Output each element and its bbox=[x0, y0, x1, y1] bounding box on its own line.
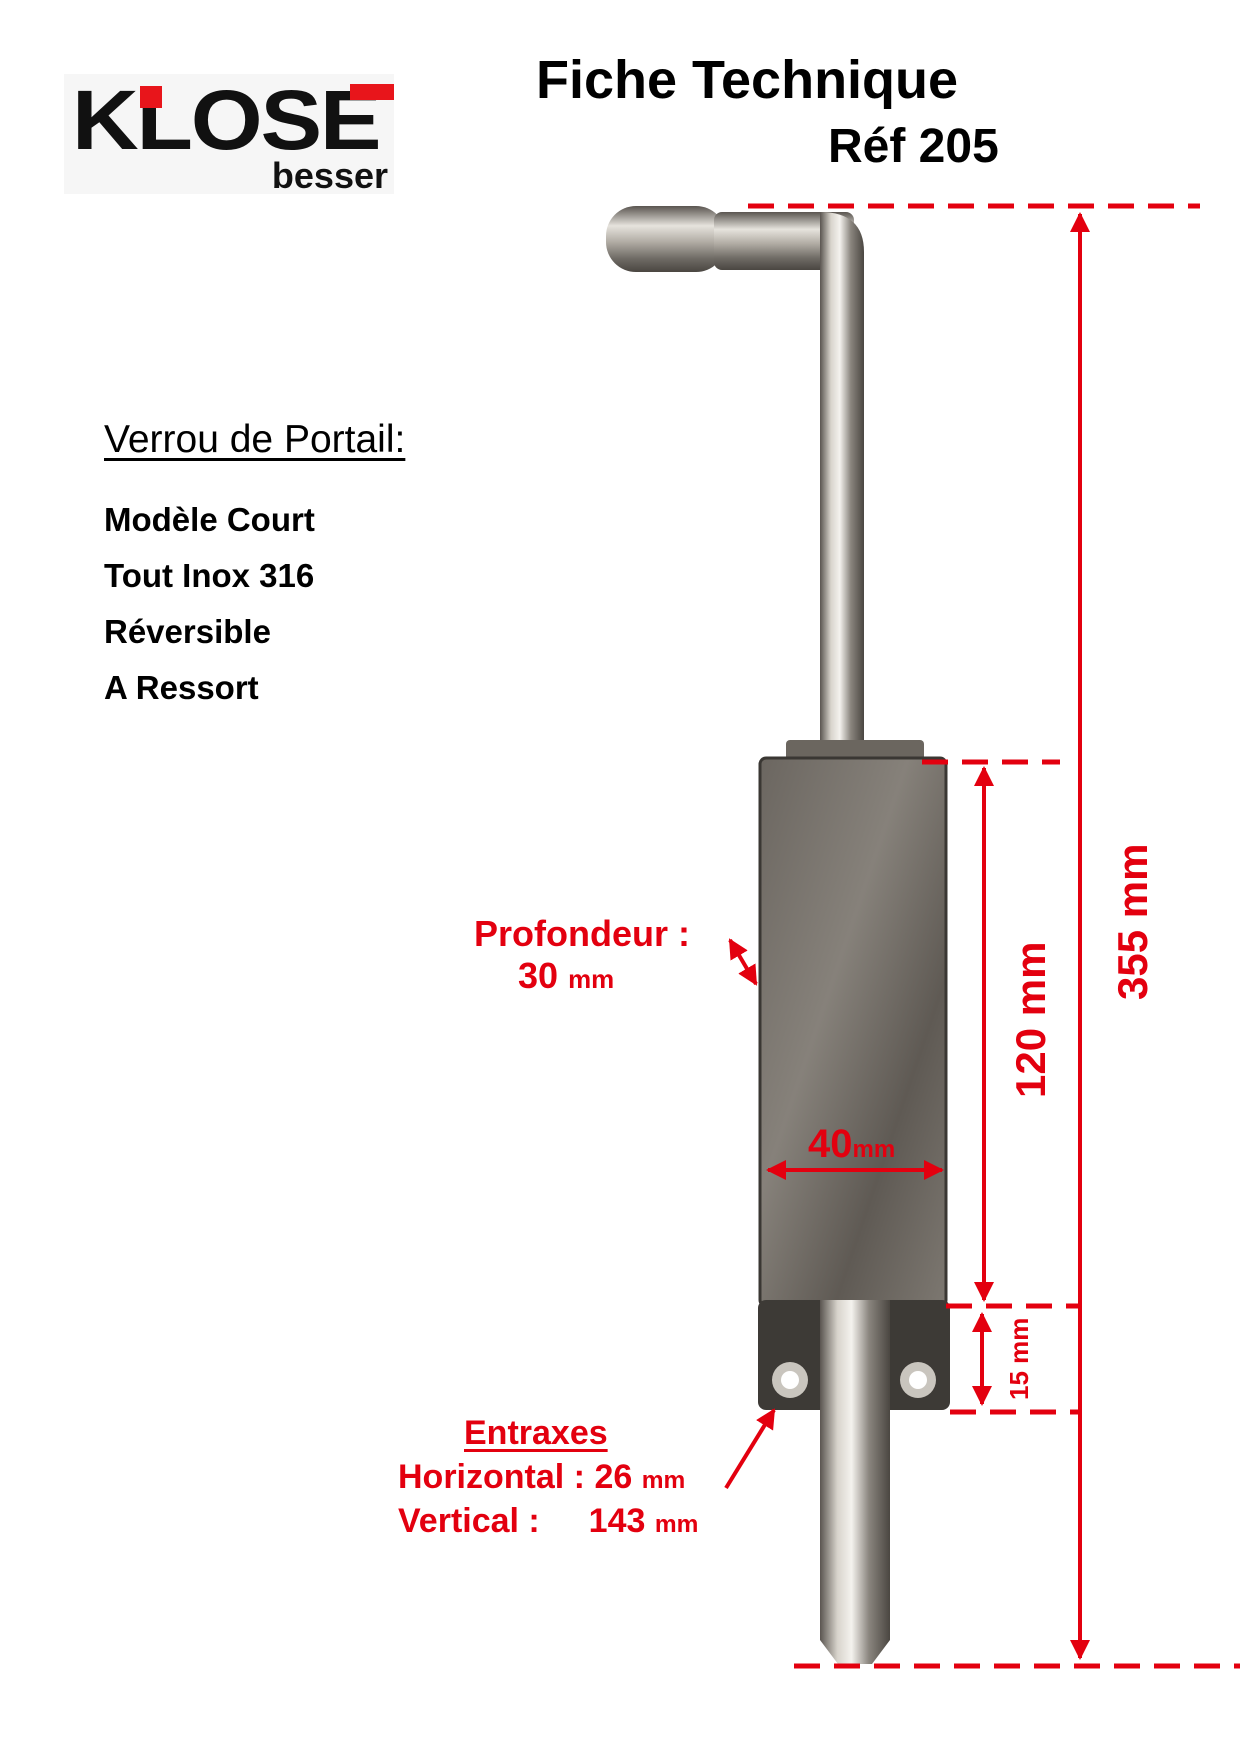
spec-item: Tout Inox 316 bbox=[104, 557, 315, 594]
entraxes-title: Entraxes bbox=[464, 1414, 608, 1452]
entraxes-horizontal-value: 26 bbox=[594, 1458, 633, 1496]
base-height-unit: mm bbox=[1004, 1317, 1034, 1364]
entraxes-vertical-value: 143 bbox=[588, 1502, 646, 1540]
spec-heading: Verrou de Portail: bbox=[104, 418, 406, 461]
arrow-entraxes bbox=[724, 1408, 776, 1490]
total-height-unit: mm bbox=[1109, 843, 1156, 919]
entraxes-horizontal-unit: mm bbox=[641, 1467, 686, 1494]
logo-wordmark: KLOSE bbox=[72, 73, 382, 167]
spec-item: Réversible bbox=[104, 613, 271, 650]
depth-label: Profondeur : bbox=[474, 913, 690, 954]
logo-accent-square bbox=[140, 86, 162, 108]
body-height-number: 120 bbox=[1007, 1027, 1054, 1098]
logo-subbrand: besser bbox=[271, 155, 388, 196]
entraxes-vertical: Vertical : 143 mm bbox=[398, 1500, 698, 1546]
bolt-rod-upper bbox=[820, 270, 864, 770]
entraxes-horizontal-label: Horizontal : bbox=[398, 1458, 585, 1496]
body-height-unit: mm bbox=[1007, 941, 1054, 1017]
depth-unit: mm bbox=[568, 966, 615, 994]
bolt-body bbox=[758, 756, 948, 1308]
total-height-number: 355 bbox=[1109, 929, 1156, 1000]
spec-list: Modèle Court Tout Inox 316 Réversible A … bbox=[104, 492, 315, 716]
product-reference: Réf 205 bbox=[828, 120, 999, 173]
base-height-label: 15 mm bbox=[1004, 1317, 1034, 1400]
width-label: 40mm bbox=[808, 1124, 895, 1170]
arrow-depth bbox=[728, 938, 758, 986]
entraxes-vertical-label: Vertical : bbox=[398, 1502, 540, 1540]
entraxes-vertical-unit: mm bbox=[654, 1511, 699, 1538]
body-height-label: 120 mm bbox=[1007, 941, 1054, 1098]
bolt-rod-lower bbox=[820, 1300, 890, 1664]
dimension-reference-lines bbox=[748, 203, 1240, 1669]
total-height-label: 355 mm bbox=[1109, 843, 1156, 1000]
dimension-arrows bbox=[724, 212, 1090, 1660]
depth-number: 30 bbox=[518, 955, 559, 996]
width-unit: mm bbox=[852, 1136, 896, 1163]
entraxes-horizontal: Horizontal : 26 mm bbox=[398, 1456, 685, 1502]
depth-value: 30 mm bbox=[518, 956, 614, 1000]
width-number: 40 bbox=[808, 1122, 853, 1166]
logo-accent-bar bbox=[350, 84, 394, 100]
brand-logo: KLOSE besser bbox=[64, 74, 394, 194]
spec-item: Modèle Court bbox=[104, 501, 315, 538]
base-height-number: 15 bbox=[1004, 1371, 1034, 1400]
spec-item: A Ressort bbox=[104, 669, 259, 706]
page-title: Fiche Technique bbox=[536, 50, 959, 110]
